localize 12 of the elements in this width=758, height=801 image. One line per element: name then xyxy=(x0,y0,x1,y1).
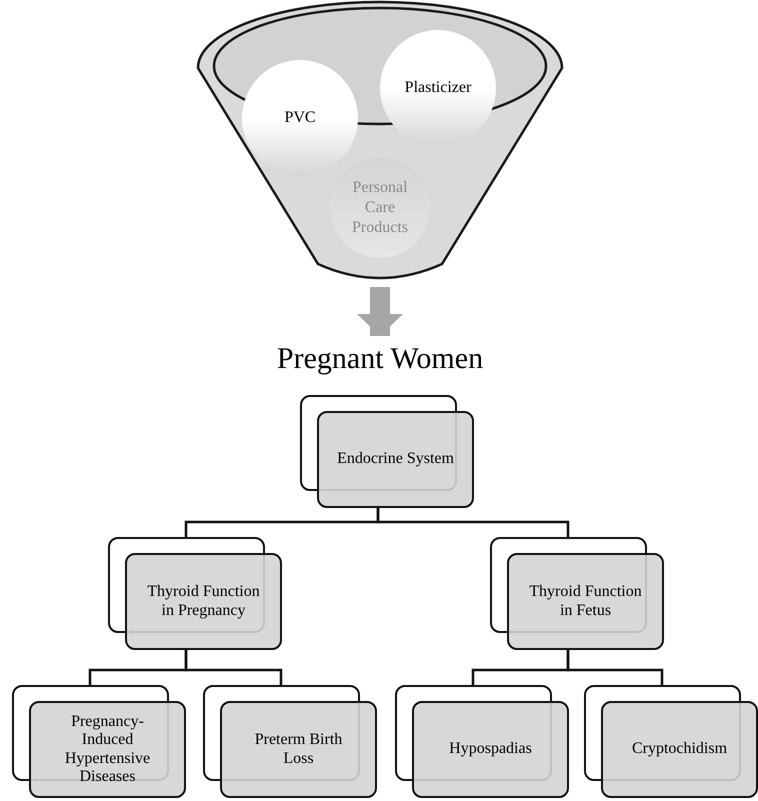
process-box: Thyroid Function in Pregnancy xyxy=(125,553,282,650)
connector-line xyxy=(566,650,664,685)
process-box: Cryptochidism xyxy=(601,701,758,798)
connector-line xyxy=(184,650,282,685)
process-box: Pregnancy-Induced Hypertensive Diseases xyxy=(29,701,186,798)
process-box: Hypospadias xyxy=(412,701,569,798)
group-heading: Pregnant Women xyxy=(230,338,530,380)
block-arrow xyxy=(357,287,403,336)
process-box: Preterm Birth Loss xyxy=(220,701,377,798)
process-box: Endocrine System xyxy=(317,411,474,508)
process-box: Thyroid Function in Fetus xyxy=(507,553,664,650)
connector-line xyxy=(376,508,570,537)
